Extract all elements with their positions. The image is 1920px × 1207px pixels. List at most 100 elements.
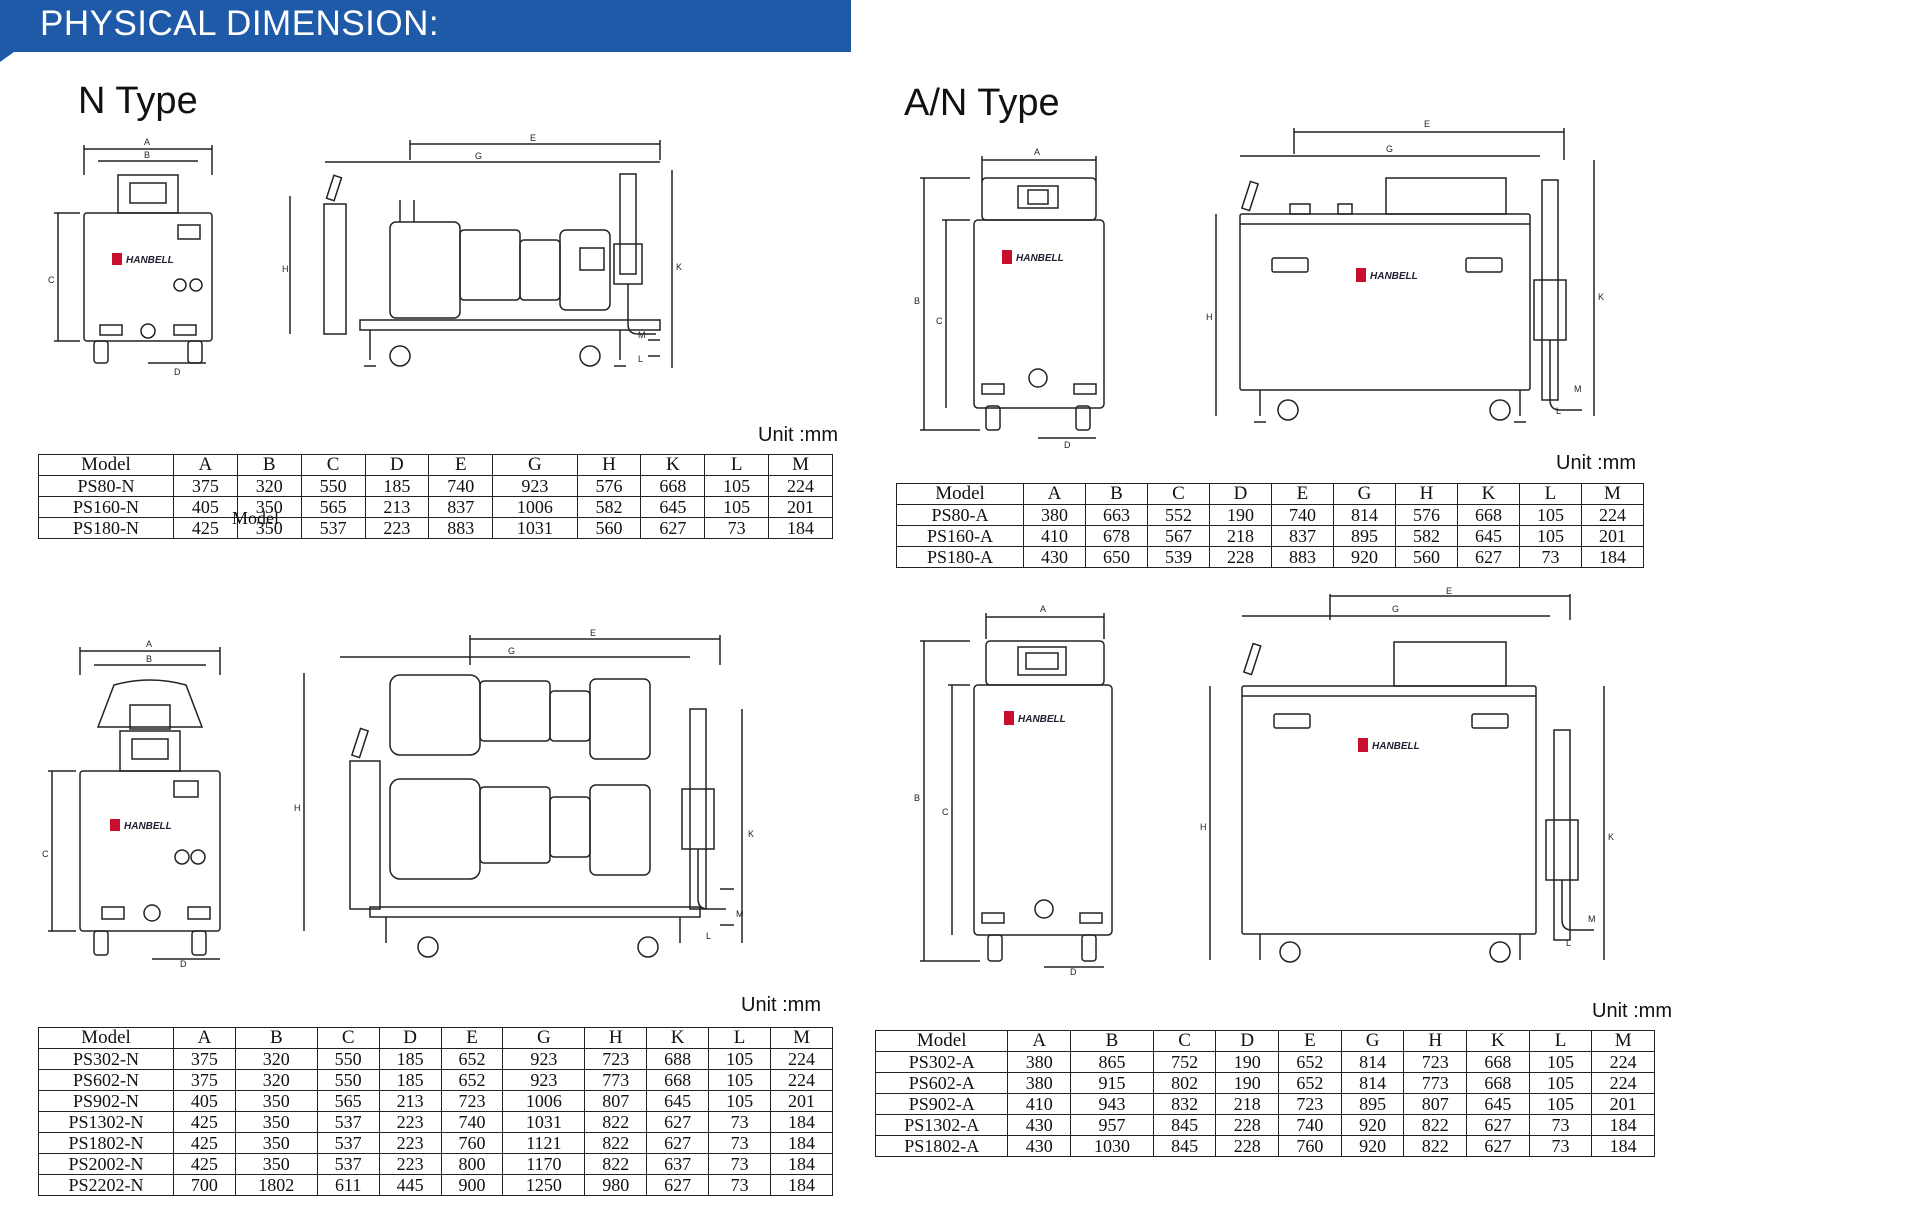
model-cell: PS1802-N (38, 1132, 174, 1154)
dimension-cell: 539 (1146, 546, 1210, 568)
dimension-cell: 184 (770, 1132, 833, 1154)
dimension-cell: 645 (640, 496, 706, 518)
dimension-cell: 224 (1591, 1072, 1655, 1094)
dimension-cell: 218 (1215, 1093, 1280, 1115)
dimension-cell: 320 (234, 1048, 318, 1070)
model-cell: PS80-N (38, 475, 174, 497)
dimension-cell: 915 (1070, 1072, 1154, 1094)
dim-label-e: E (1424, 119, 1430, 129)
column-header: M (768, 454, 833, 476)
dimension-cell: 218 (1208, 525, 1272, 547)
dimension-cell: 645 (1466, 1093, 1530, 1115)
unit-label-an-large: Unit :mm (1592, 1000, 1672, 1022)
model-cell: PS2202-N (38, 1174, 174, 1196)
column-header: B (236, 454, 302, 476)
column-header: E (1278, 1030, 1342, 1052)
dimension-cell: 405 (172, 496, 238, 518)
dimension-cell: 688 (646, 1048, 710, 1070)
dimension-cell: 611 (316, 1174, 380, 1196)
column-header: B (1084, 483, 1148, 505)
dimension-cell: 425 (172, 1132, 236, 1154)
dimension-cell: 723 (440, 1090, 504, 1112)
dimension-cell: 73 (708, 1132, 772, 1154)
dimension-cell: 895 (1340, 1093, 1405, 1115)
an-large-side-drawing: HANBELL E G H K M L (1200, 586, 1614, 963)
dimension-cell: 228 (1215, 1135, 1280, 1157)
dim-label-c: C (936, 316, 943, 326)
dimension-cell: 678 (1084, 525, 1148, 547)
dimension-cell: 668 (1466, 1051, 1530, 1073)
dim-label-d: D (180, 959, 187, 969)
dim-label-h: H (1200, 822, 1207, 832)
page-title: PHYSICAL DIMENSION: (40, 4, 440, 43)
dimension-cell: 105 (704, 475, 770, 497)
dimension-cell: 105 (1528, 1072, 1593, 1094)
n-type-title: N Type (78, 80, 198, 122)
dimension-cell: 807 (584, 1090, 648, 1112)
column-header: G (492, 454, 578, 476)
dim-label-b: B (146, 654, 152, 664)
model-cell: PS302-A (874, 1051, 1009, 1073)
column-header: B (234, 1027, 318, 1049)
dimension-cell: 663 (1084, 504, 1148, 526)
an-type-title: A/N Type (904, 82, 1060, 124)
dimension-cell: 73 (1528, 1135, 1593, 1157)
dimension-cell: 375 (172, 1048, 236, 1070)
dimension-cell: 350 (236, 517, 302, 539)
model-cell: PS180-A (896, 546, 1024, 568)
dimension-cell: 576 (576, 475, 642, 497)
dim-label-g: G (1386, 144, 1393, 154)
column-header: L (1518, 483, 1582, 505)
hanbell-logo: HANBELL (124, 821, 172, 832)
dim-label-e: E (1446, 586, 1452, 596)
dimension-cell: 807 (1403, 1093, 1468, 1115)
dim-label-m: M (638, 330, 646, 340)
dimension-cell: 668 (1466, 1072, 1530, 1094)
column-header: D (364, 454, 430, 476)
dimension-cell: 73 (1528, 1114, 1593, 1136)
dimension-cell: 645 (1456, 525, 1520, 547)
dimension-cell: 565 (316, 1090, 380, 1112)
dimension-cell: 190 (1215, 1072, 1280, 1094)
dimension-cell: 430 (1022, 546, 1086, 568)
column-header: G (502, 1027, 586, 1049)
column-header: Model (38, 454, 174, 476)
column-header: A (172, 454, 238, 476)
dimension-cell: 582 (1394, 525, 1458, 547)
dimension-cell: 645 (646, 1090, 710, 1112)
dimension-cell: 228 (1208, 546, 1272, 568)
dim-label-l: L (638, 354, 643, 364)
dimension-cell: 740 (1270, 504, 1334, 526)
dimension-cell: 105 (708, 1090, 772, 1112)
dimension-cell: 652 (1278, 1051, 1342, 1073)
dimension-cell: 425 (172, 517, 238, 539)
dim-label-g: G (1392, 604, 1399, 614)
model-cell: PS80-A (896, 504, 1024, 526)
dimension-cell: 228 (1215, 1114, 1280, 1136)
dimension-cell: 1006 (492, 496, 578, 518)
dimension-cell: 822 (584, 1153, 648, 1175)
dimension-cell: 627 (646, 1111, 710, 1133)
column-header: H (1403, 1030, 1468, 1052)
dimension-cell: 652 (1278, 1072, 1342, 1094)
column-header: B (1070, 1030, 1154, 1052)
dimension-cell: 883 (1270, 546, 1334, 568)
dimension-cell: 184 (770, 1111, 833, 1133)
dimension-cell: 980 (584, 1174, 648, 1196)
dim-label-k: K (1598, 292, 1604, 302)
dimension-cell: 190 (1208, 504, 1272, 526)
unit-label-n-small: Unit :mm (758, 424, 838, 446)
dimension-cell: 883 (428, 517, 494, 539)
dimension-cell: 105 (1528, 1093, 1593, 1115)
dim-label-a: A (1040, 604, 1046, 614)
dimension-cell: 105 (1518, 504, 1582, 526)
dimension-cell: 350 (234, 1132, 318, 1154)
